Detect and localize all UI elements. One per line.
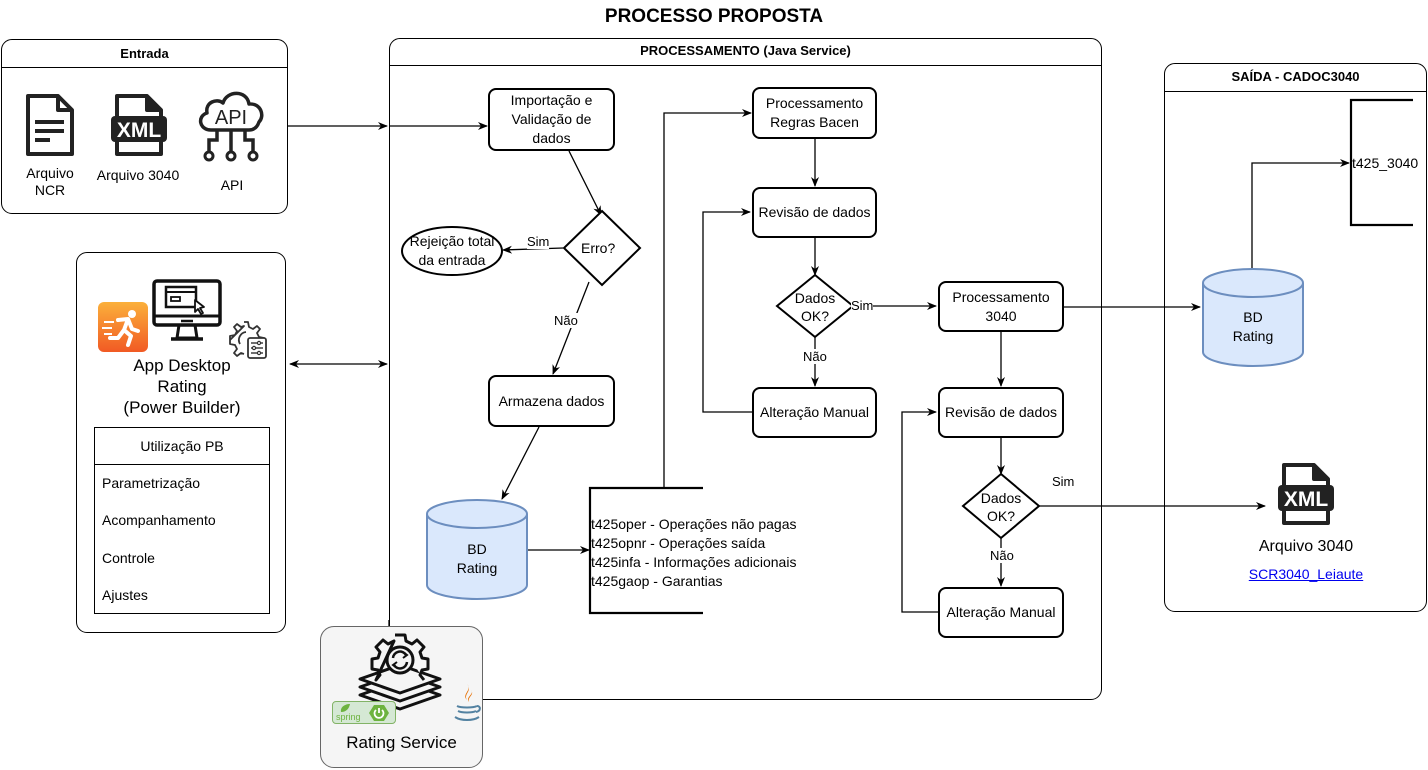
pb-item: Ajustes (102, 587, 148, 603)
armazena-dados-node[interactable]: Armazena dados (488, 375, 615, 427)
alteracao-manual-node-2[interactable]: Alteração Manual (938, 587, 1064, 638)
table-item: t425oper - Operações não pagas (591, 516, 797, 532)
pb-table-header: Utilização PB (95, 428, 269, 465)
erro-decision-label: Erro? (581, 240, 616, 256)
armazena-label: Armazena dados (498, 392, 605, 409)
runner-app-icon (98, 302, 148, 352)
app-desktop-line2: Rating (157, 377, 207, 396)
api-label: API (220, 177, 244, 193)
arquivo-ncr-label: Arquivo NCR (14, 165, 86, 199)
revisao-dados-node-1[interactable]: Revisão de dados (752, 187, 877, 238)
spring-badge: spring (332, 701, 396, 724)
document-icon (26, 94, 74, 156)
t425-3040-label: t425_3040 (1352, 155, 1419, 171)
import-validation-node[interactable]: Importação e Validação de dados (488, 88, 615, 151)
api-cloud-icon: API (198, 91, 264, 162)
revisao1-label: Revisão de dados (758, 204, 871, 220)
nao-label-2: Não (990, 548, 1014, 563)
import-node-line1: Importação e (510, 92, 593, 108)
arquivo-3040-label: Arquivo 3040 (96, 167, 180, 183)
xml-file-icon: XML (111, 94, 167, 156)
tables-list: t425oper - Operações não pagas t425opnr … (591, 515, 796, 591)
rejeicao-label: Rejeição total da entrada (402, 232, 502, 270)
entrada-header: Entrada (2, 40, 287, 68)
pb-item: Parametrização (102, 475, 201, 491)
sim-label-2: Sim (1052, 474, 1075, 489)
import-node-line3: dados (532, 130, 571, 146)
regras-line1: Processamento (765, 95, 864, 111)
spring-text: spring (336, 712, 361, 722)
nao-label-1: Não (803, 349, 827, 364)
arquivo-ncr-line2: NCR (34, 182, 66, 198)
db-line2: Rating (456, 560, 498, 576)
revisao-dados-node-2[interactable]: Revisão de dados (938, 387, 1064, 438)
service-gear-stack-icon (358, 633, 442, 711)
alteracao-manual-node-1[interactable]: Alteração Manual (752, 387, 877, 438)
sim-label-erro: Sim (527, 234, 550, 249)
java-logo-icon (454, 684, 481, 721)
db-line1: BD (467, 541, 487, 557)
processamento-header: PROCESSAMENTO (Java Service) (390, 39, 1101, 66)
rating-service-label: Rating Service (346, 733, 457, 752)
app-desktop-label: App Desktop Rating (Power Builder) (96, 355, 268, 418)
app-desktop-line1: App Desktop (133, 356, 231, 375)
saida-arquivo-3040-label: Arquivo 3040 (1258, 538, 1354, 555)
alteracao2-label: Alteração Manual (946, 604, 1056, 620)
sim-label-1: Sim (851, 298, 874, 313)
pb-usage-table: Utilização PB Parametrização Acompanhame… (94, 427, 270, 614)
table-item: t425infa - Informações adicionais (591, 554, 797, 570)
table-item: t425opnr - Operações saída (591, 535, 766, 551)
table-item: t425gaop - Garantias (591, 573, 723, 589)
revisao2-label: Revisão de dados (944, 404, 1058, 420)
svg-text:XML: XML (117, 119, 162, 142)
processamento-3040-node[interactable]: Processamento 3040 (938, 281, 1064, 332)
spring-leaf-icon (340, 704, 350, 712)
diagram-title: PROCESSO PROPOSTA (604, 6, 824, 27)
dados-ok1-line1: Dados (794, 290, 836, 306)
scr3040-leiaute-link[interactable]: SCR3040_Leiaute (1248, 566, 1364, 582)
dados-ok1-line2: OK? (800, 308, 829, 324)
dados-ok2-line2: OK? (986, 508, 1015, 524)
dados-ok2-line1: Dados (980, 490, 1022, 506)
monitor-icon (152, 279, 222, 341)
regras-bacen-node[interactable]: Processamento Regras Bacen (752, 87, 877, 139)
pb-item: Controle (102, 550, 155, 566)
svg-text:XML: XML (1284, 488, 1329, 511)
nao-label-erro: Não (554, 313, 578, 328)
spring-boot-power-icon (369, 705, 389, 721)
saida-db-line1: BD (1243, 309, 1263, 325)
import-node-line2: Validação de (511, 111, 592, 127)
gear-settings-icon (229, 321, 267, 359)
dados-ok1-label: Dados OK? (785, 289, 845, 325)
db-rating-label: BD Rating (427, 540, 527, 578)
proc3040-line1: Processamento (952, 288, 1050, 305)
proc3040-line2: 3040 (985, 307, 1017, 324)
dados-ok2-label: Dados OK? (971, 489, 1031, 525)
saida-db-label: BD Rating (1203, 308, 1303, 346)
rejeicao-line2: da entrada (418, 252, 486, 268)
xml-output-icon: XML (1278, 463, 1334, 525)
app-desktop-line3: (Power Builder) (123, 398, 241, 417)
pb-item: Acompanhamento (102, 512, 216, 528)
regras-line2: Regras Bacen (770, 114, 859, 130)
alteracao1-label: Alteração Manual (760, 404, 869, 420)
svg-text:API: API (215, 107, 247, 129)
rejeicao-line1: Rejeição total (409, 233, 495, 249)
saida-db-line2: Rating (1232, 328, 1274, 344)
saida-header: SAÍDA - CADOC3040 (1165, 64, 1426, 92)
arquivo-ncr-line1: Arquivo (26, 165, 74, 181)
